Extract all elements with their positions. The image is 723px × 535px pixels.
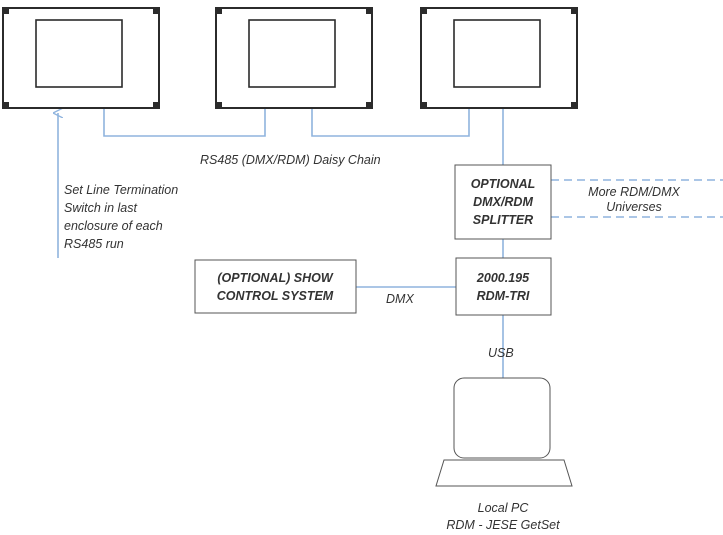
daisy-chain-wires [103,108,504,378]
wire-enclosure-2-to-3 [311,108,470,137]
daisy-chain-label: RS485 (DMX/RDM) Daisy Chain [200,153,381,167]
pc-keyboard [435,459,573,487]
termination-note: Set Line Termination Switch in last encl… [64,183,178,251]
termination-note-line-1: Set Line Termination [64,183,178,197]
termination-note-line-4: RS485 run [64,237,124,251]
rdm-tri-box: 2000.195 RDM-TRI [455,257,552,316]
splitter-line-2: DMX/RDM [473,195,533,209]
enclosure-2 [215,7,373,109]
corner-tab [571,102,577,108]
corner-tab [366,8,372,14]
enclosure-3 [420,7,578,109]
show-control-line-2: CONTROL SYSTEM [217,289,334,303]
corner-tab [153,102,159,108]
corner-tab [571,8,577,14]
more-universes-line-2: Universes [606,200,662,214]
pc-monitor [453,377,551,459]
corner-tab [366,102,372,108]
splitter-line-1: OPTIONAL [471,177,536,191]
splitter-box: OPTIONAL DMX/RDM SPLITTER [454,164,552,240]
show-control-box: (OPTIONAL) SHOW CONTROL SYSTEM [194,259,357,314]
corner-tab [216,102,222,108]
usb-label: USB [488,346,514,360]
rdm-tri-line-1: 2000.195 [476,271,530,285]
dmx-label: DMX [386,292,414,306]
wire-enclosure-1-to-2 [103,108,266,137]
enclosure-1 [2,7,160,109]
local-pc-line-1: Local PC [478,501,530,515]
termination-note-line-3: enclosure of each [64,219,163,233]
splitter-line-3: SPLITTER [473,213,533,227]
local-pc-label: Local PC RDM - JESE GetSet [446,501,560,532]
corner-tab [421,8,427,14]
corner-tab [421,102,427,108]
corner-tab [3,8,9,14]
local-pc-icon [435,377,573,487]
more-universes-line-1: More RDM/DMX [588,185,680,199]
rdm-tri-line-2: RDM-TRI [477,289,530,303]
corner-tab [216,8,222,14]
corner-tab [153,8,159,14]
more-universes-label: More RDM/DMX Universes [588,185,680,214]
more-universes-lines [551,179,723,218]
corner-tab [3,102,9,108]
termination-note-line-2: Switch in last [64,201,137,215]
local-pc-line-2: RDM - JESE GetSet [446,518,560,532]
show-control-line-1: (OPTIONAL) SHOW [217,271,333,285]
